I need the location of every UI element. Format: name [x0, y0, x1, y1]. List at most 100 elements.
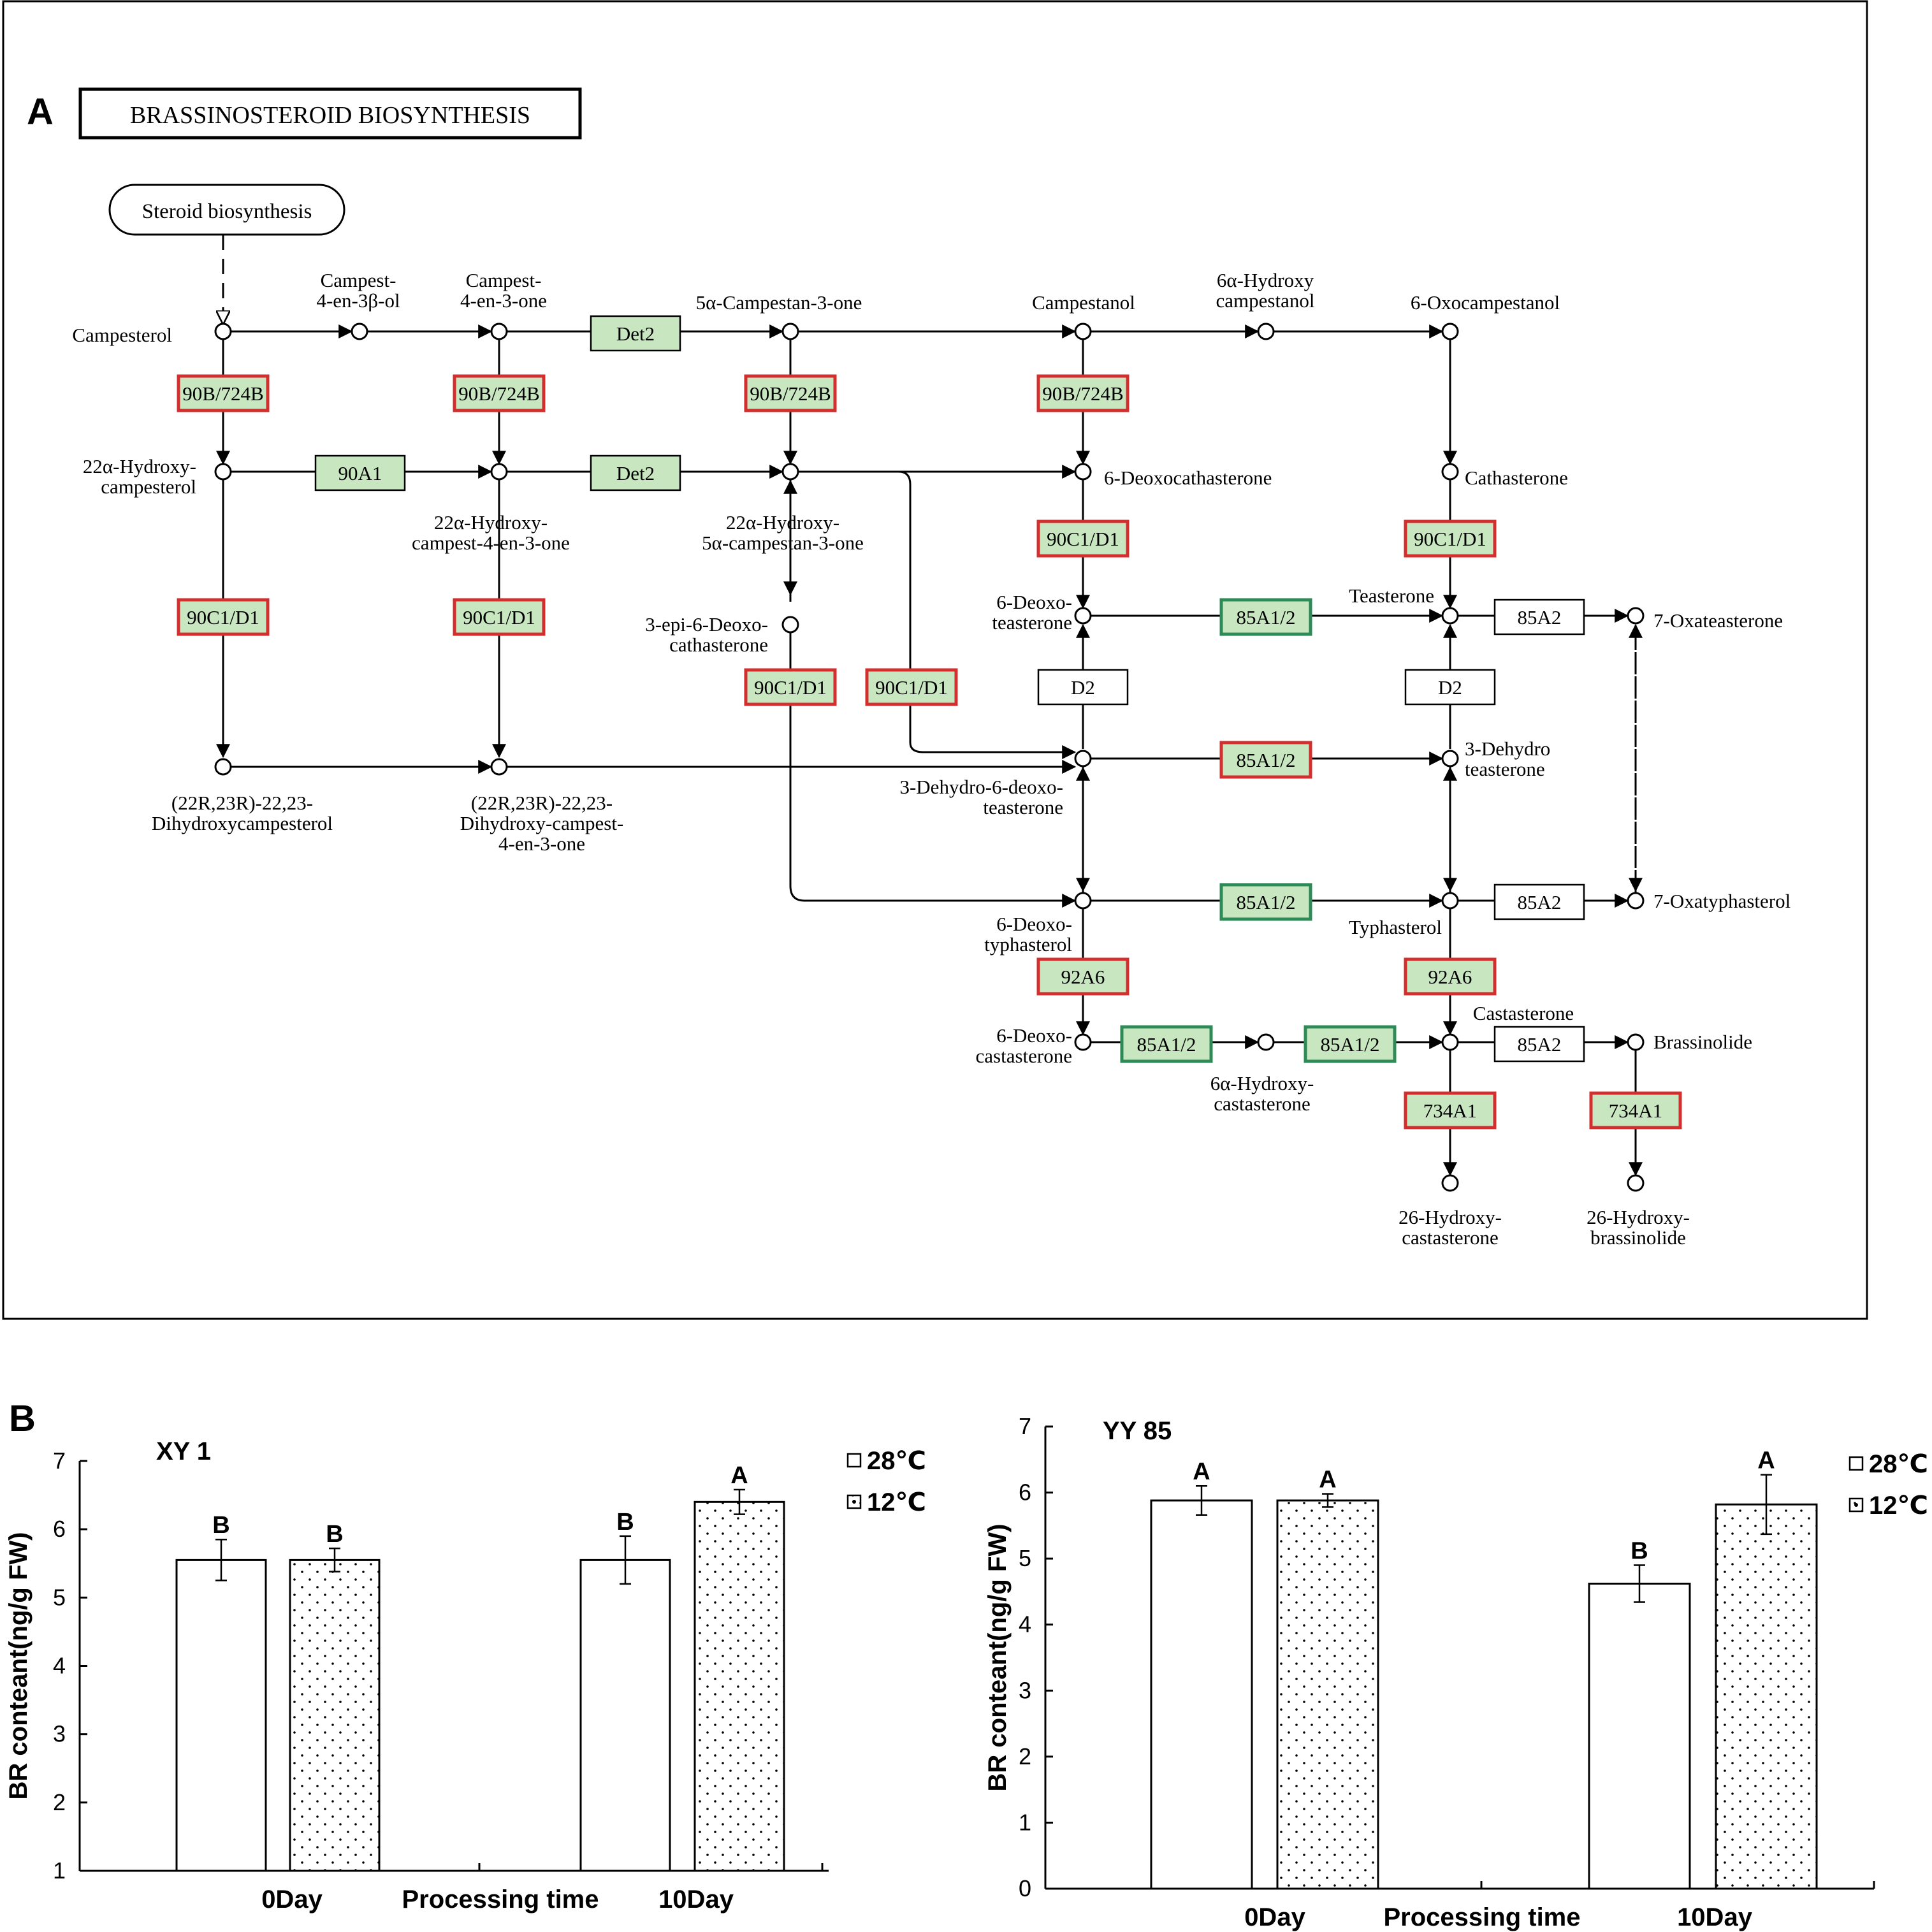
significance-letter: A — [1757, 1448, 1775, 1474]
y-tick-label: 1 — [1019, 1809, 1031, 1835]
enzyme-e17[interactable]: D2 — [1404, 669, 1496, 706]
compound-node-6a-hydroxycastasterone[interactable] — [1257, 1033, 1275, 1051]
enzyme-label: D2 — [1071, 676, 1095, 699]
compound-node-6-deoxocastasterone[interactable] — [1074, 1033, 1092, 1051]
compound-node-22a-hydroxy-5a-campestan-3-one[interactable] — [781, 463, 799, 481]
panel-a: A BRASSINOSTEROID BIOSYNTHESIS Steroid b… — [2, 0, 1868, 1320]
y-tick-label: 7 — [53, 1448, 66, 1474]
compound-node-3-dehydroteasterone[interactable] — [1441, 750, 1459, 767]
steroid-biosynthesis-link[interactable] — [108, 184, 345, 236]
bar-10Day-12℃ — [1715, 1503, 1818, 1890]
enzyme-e14[interactable]: 90C1/D1 — [744, 668, 837, 706]
enzyme-e25[interactable]: 85A2 — [1493, 1026, 1585, 1063]
y-tick-label: 5 — [53, 1584, 66, 1610]
enzyme-e4[interactable]: 90B/724B — [744, 374, 837, 412]
compound-label-7-oxateasterone: 7-Oxateasterone — [1653, 609, 1783, 632]
compound-node-campestanol[interactable] — [1074, 323, 1092, 340]
compound-labels: CampesterolCampest-4-en-3β-olCampest-4-e… — [72, 269, 1790, 1249]
compound-node-6-deoxocathasterone[interactable] — [1074, 463, 1092, 481]
enzyme-e12[interactable]: 85A1/2 — [1219, 598, 1312, 636]
enzyme-e18[interactable]: 85A1/2 — [1219, 741, 1312, 779]
compound-node-5a-campestan-3-one[interactable] — [781, 323, 799, 340]
significance-letter: B — [616, 1509, 634, 1536]
compound-label-campest-4-en-3b-ol: Campest-4-en-3β-ol — [316, 269, 400, 312]
compound-node-campest-4-en-3-one[interactable] — [490, 323, 508, 340]
enzyme-e6[interactable]: 90A1 — [314, 454, 406, 491]
compound-node-castasterone[interactable] — [1441, 1033, 1459, 1051]
chart-title: YY 85 — [1103, 1417, 1172, 1445]
significance-letter: A — [1193, 1458, 1210, 1485]
compound-node-6-oxocampestanol[interactable] — [1441, 323, 1459, 340]
compound-node-26-hydroxybrassinolide[interactable] — [1627, 1174, 1645, 1192]
enzyme-e7[interactable]: Det2 — [590, 454, 681, 491]
enzyme-e19[interactable]: 85A1/2 — [1219, 883, 1312, 921]
bar-10Day-28℃ — [579, 1558, 671, 1872]
compound-node-campesterol[interactable] — [214, 323, 232, 340]
bar-0Day-12℃ — [289, 1558, 381, 1872]
enzyme-label: D2 — [1438, 676, 1462, 699]
compound-label-6-oxocampestanol: 6-Oxocampestanol — [1411, 291, 1560, 314]
enzyme-e15[interactable]: 90C1/D1 — [865, 668, 958, 706]
enzyme-label: 90A1 — [338, 462, 382, 484]
enzyme-e10[interactable]: 90C1/D1 — [1036, 519, 1129, 558]
compound-label-22a-hydroxycampesterol: 22α-Hydroxy-campesterol — [83, 455, 196, 498]
enzyme-e21[interactable]: 92A6 — [1036, 957, 1129, 996]
compound-node-3-dehydro-6-deoxoteasterone[interactable] — [1074, 750, 1092, 767]
enzyme-e1[interactable]: 90B/724B — [177, 374, 270, 412]
compound-label-6-deoxotyphasterol: 6-Deoxo-typhasterol — [984, 913, 1072, 955]
enzyme-label: 85A1/2 — [1137, 1033, 1196, 1056]
compound-node-7-oxateasterone[interactable] — [1627, 607, 1645, 625]
y-axis-label: BR conteant(ng/g FW) — [4, 1532, 33, 1800]
compound-node-cathasterone[interactable] — [1441, 463, 1459, 481]
enzyme-e22[interactable]: 92A6 — [1404, 957, 1497, 996]
legend-swatch — [1848, 1456, 1864, 1471]
enzyme-e26[interactable]: 734A1 — [1404, 1091, 1497, 1129]
legend-label: 28℃ — [1869, 1450, 1928, 1478]
enzyme-e13[interactable]: 85A2 — [1493, 599, 1585, 636]
compound-node-6-deoxotyphasterol[interactable] — [1074, 892, 1092, 910]
enzyme-e2[interactable]: 90B/724B — [453, 374, 546, 412]
enzyme-e20[interactable]: 85A2 — [1493, 883, 1585, 920]
enzyme-e23[interactable]: 85A1/2 — [1120, 1025, 1213, 1063]
compound-node-typhasterol[interactable] — [1441, 892, 1459, 910]
compound-node-7-oxatyphasterol[interactable] — [1627, 892, 1645, 910]
compound-node-dihydroxycampest-4-en-3-one[interactable] — [490, 758, 508, 776]
compound-node-26-hydroxycastasterone[interactable] — [1441, 1174, 1459, 1192]
bar-10Day-12℃ — [694, 1500, 785, 1872]
compound-node-6a-hydroxycampestanol[interactable] — [1257, 323, 1275, 340]
enzyme-e16[interactable]: D2 — [1037, 669, 1129, 706]
compound-node-teasterone[interactable] — [1441, 607, 1459, 625]
enzyme-label: 90B/724B — [1042, 382, 1123, 405]
enzyme-e8[interactable]: 90C1/D1 — [177, 598, 270, 636]
compound-label-3-epi-6-deoxocathasterone: 3-epi-6-Deoxo-cathasterone — [645, 613, 768, 656]
compound-node-22a-hydroxycampest-4-en-3-one[interactable] — [490, 463, 508, 481]
compound-node-22a-hydroxycampesterol[interactable] — [214, 463, 232, 481]
compound-node-6-deoxoteasterone[interactable] — [1074, 607, 1092, 625]
compound-label-5a-campestan-3-one: 5α-Campestan-3-one — [696, 291, 862, 314]
compound-label-dihydroxycampest-4-en-3-one: (22R,23R)-22,23-Dihydroxy-campest-4-en-3… — [460, 792, 624, 855]
enzyme-e5[interactable]: 90B/724B — [1036, 374, 1129, 412]
enzyme-label: Det2 — [616, 462, 655, 484]
enzyme-label: 85A1/2 — [1237, 891, 1296, 913]
significance-letter: B — [1631, 1538, 1648, 1565]
compound-node-3-epi-6-deoxocathasterone[interactable] — [781, 616, 799, 634]
y-tick-label: 6 — [1019, 1479, 1031, 1506]
significance-letter: A — [1319, 1467, 1336, 1493]
compound-nodes — [214, 323, 1645, 1192]
compound-node-campest-4-en-3b-ol[interactable] — [351, 323, 368, 340]
compound-node-dihydroxycampesterol[interactable] — [214, 758, 232, 776]
y-tick-label: 3 — [1019, 1677, 1031, 1703]
legend-label: 12℃ — [867, 1488, 926, 1516]
enzyme-e11[interactable]: 90C1/D1 — [1404, 519, 1497, 558]
compound-node-brassinolide[interactable] — [1627, 1033, 1645, 1051]
y-tick-label: 1 — [53, 1857, 66, 1884]
enzyme-label: 734A1 — [1423, 1100, 1477, 1122]
enzyme-e24[interactable]: 85A1/2 — [1304, 1025, 1397, 1063]
enzyme-e3[interactable]: Det2 — [590, 315, 681, 352]
enzyme-e27[interactable]: 734A1 — [1589, 1091, 1682, 1129]
bar-0Day-28℃ — [1150, 1499, 1253, 1890]
enzyme-e9[interactable]: 90C1/D1 — [453, 598, 546, 636]
